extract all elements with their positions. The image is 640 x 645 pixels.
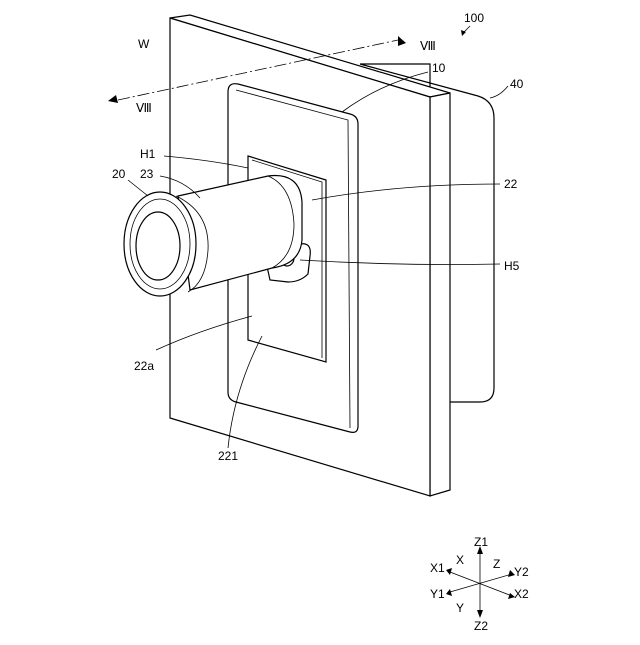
axis-z: Z	[493, 557, 500, 571]
axis-y: Y	[456, 601, 464, 615]
label-w: W	[138, 37, 150, 51]
axis-y2: Y2	[514, 565, 529, 579]
label-100: 100	[464, 11, 484, 25]
label-h5: H5	[504, 259, 520, 273]
label-section-top: Ⅷ	[420, 39, 436, 53]
wall-side-face	[430, 93, 450, 496]
label-section-left: Ⅷ	[136, 101, 152, 115]
section-arrow-right	[398, 36, 406, 46]
label-22a: 22a	[134, 359, 154, 373]
axis-z1: Z1	[474, 535, 488, 549]
axis-y1: Y1	[430, 587, 445, 601]
label-h1: H1	[140, 147, 156, 161]
axis-x: X	[456, 553, 464, 567]
label-22: 22	[504, 177, 518, 191]
axis-x2: X2	[514, 587, 529, 601]
leader-40	[490, 86, 508, 98]
label-20: 20	[112, 167, 126, 181]
axis-z2: Z2	[474, 619, 488, 633]
label-221: 221	[218, 449, 238, 463]
label-23: 23	[140, 167, 154, 181]
leader-20	[128, 180, 148, 196]
section-arrow-left	[108, 95, 118, 103]
axis-x1: X1	[430, 561, 445, 575]
label-40: 40	[510, 77, 524, 91]
label-10: 10	[432, 61, 446, 75]
